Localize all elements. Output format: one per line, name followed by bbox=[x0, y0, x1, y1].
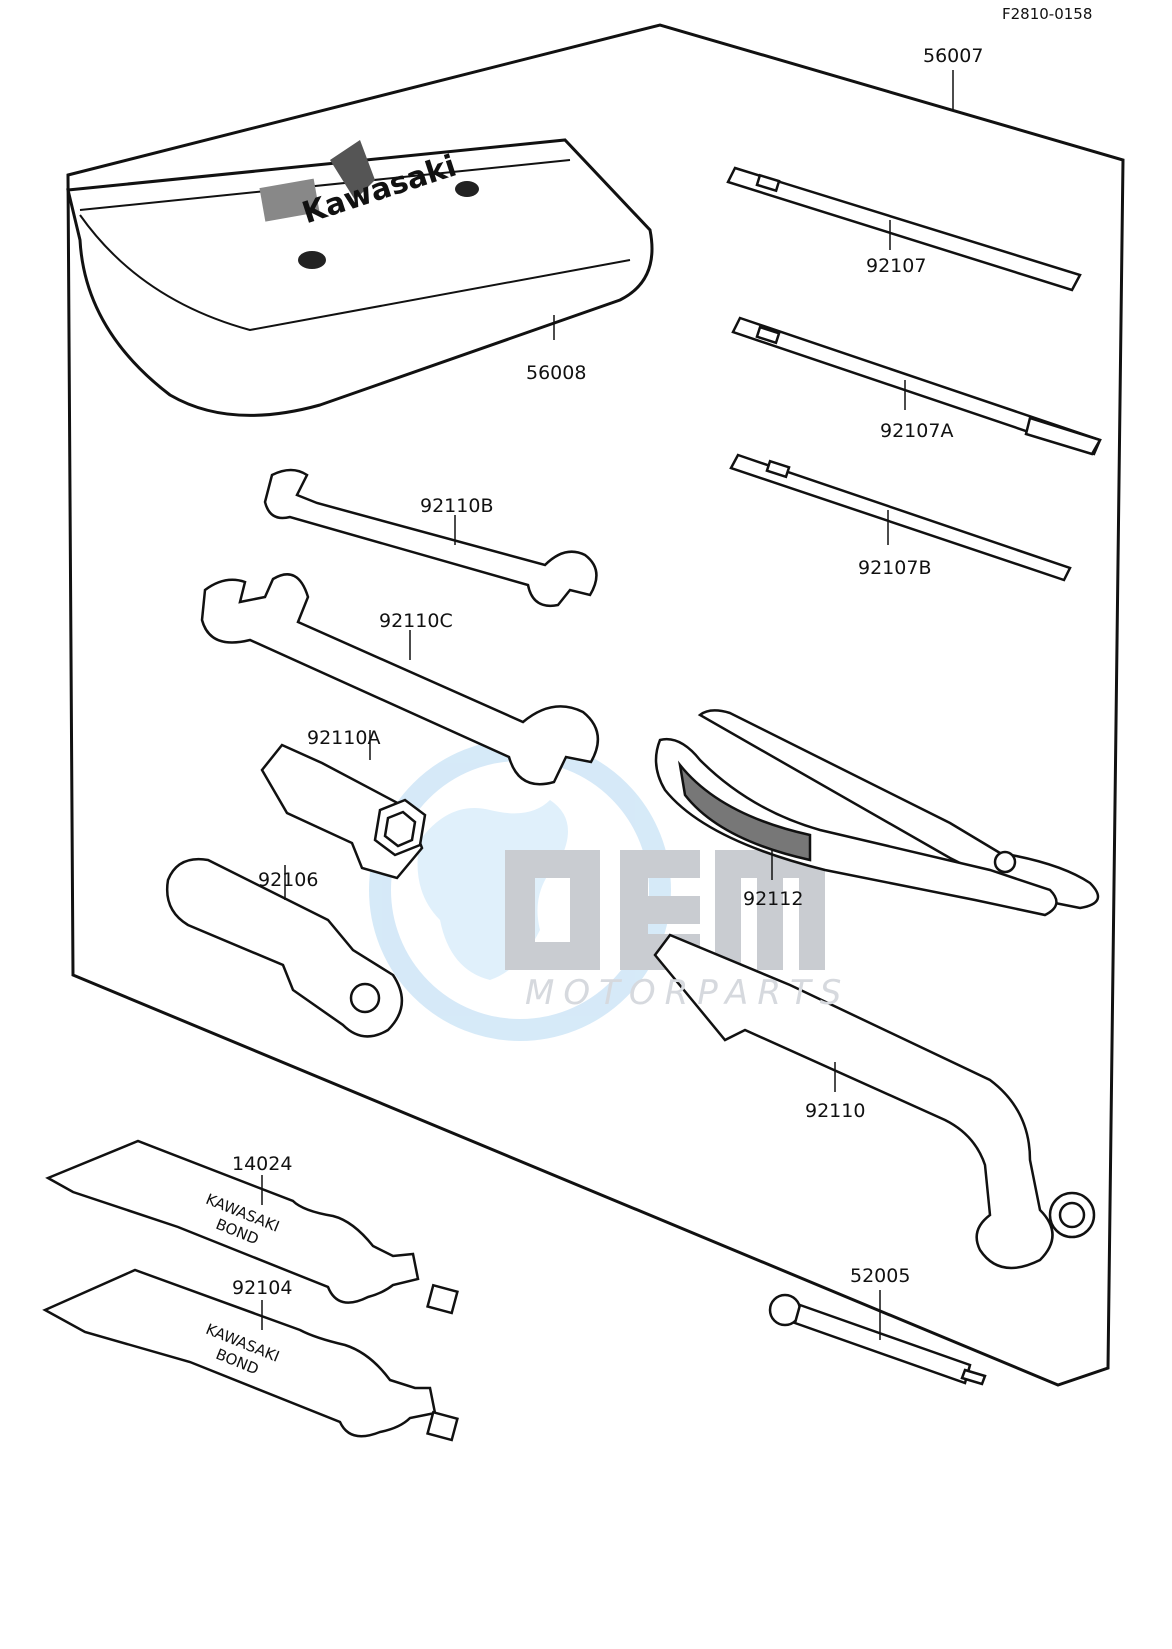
part-label-92104: 92104 bbox=[232, 1277, 293, 1299]
part-label-14024: 14024 bbox=[232, 1153, 293, 1175]
part-label-92107: 92107 bbox=[866, 255, 927, 277]
part-label-92107b: 92107B bbox=[858, 557, 932, 579]
screwdriver-a-drawing bbox=[726, 166, 1082, 292]
diagram-code: F2810-0158 bbox=[1002, 5, 1093, 23]
toolkit-outline bbox=[66, 23, 1125, 1387]
part-label-92112: 92112 bbox=[743, 888, 804, 910]
pliers-drawing bbox=[654, 709, 1100, 917]
bond-tube-2-drawing bbox=[42, 1268, 459, 1442]
part-label-52005: 52005 bbox=[850, 1265, 911, 1287]
pressure-gauge-drawing bbox=[768, 1290, 987, 1386]
screwdriver-handle-drawing bbox=[165, 857, 404, 1038]
part-label-92106: 92106 bbox=[258, 869, 319, 891]
part-label-56008: 56008 bbox=[526, 362, 587, 384]
wrench-small-drawing bbox=[263, 468, 598, 608]
bond-tube-1-drawing bbox=[45, 1139, 459, 1315]
watermark-subtext: MOTORPARTS bbox=[525, 973, 851, 1013]
tool-bag-drawing bbox=[66, 138, 654, 417]
screwdriver-b-drawing bbox=[731, 316, 1102, 456]
ring-wrench-drawing bbox=[653, 933, 1096, 1270]
plug-wrench-drawing bbox=[260, 730, 427, 880]
part-label-92107a: 92107A bbox=[880, 420, 954, 442]
part-label-92110: 92110 bbox=[805, 1100, 866, 1122]
screwdriver-c-drawing bbox=[729, 453, 1072, 582]
part-label-92110a: 92110A bbox=[307, 727, 381, 749]
part-label-56007: 56007 bbox=[923, 45, 984, 67]
wrench-large-drawing bbox=[200, 573, 600, 786]
part-label-92110b: 92110B bbox=[420, 495, 494, 517]
part-label-92110c: 92110C bbox=[379, 610, 453, 632]
